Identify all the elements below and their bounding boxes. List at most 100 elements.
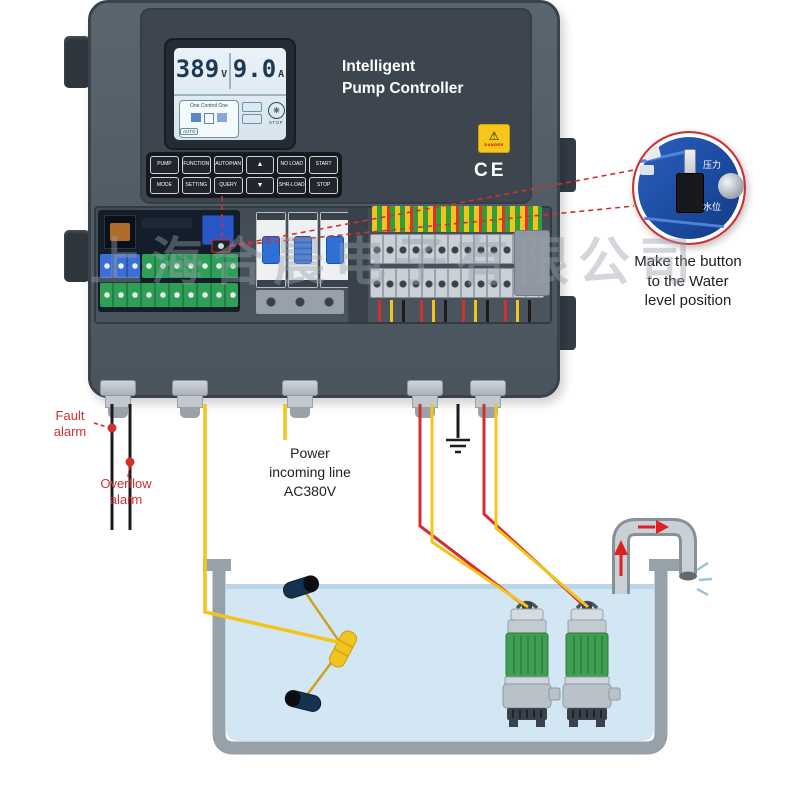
pump-icon xyxy=(191,113,201,122)
end-terminal-block xyxy=(514,230,550,296)
pump1-power-wire-red xyxy=(418,404,522,605)
pump-outlet xyxy=(608,687,621,701)
cable-gland xyxy=(282,380,318,422)
zoom-leader-line-bottom xyxy=(229,205,635,247)
current-value: 9.0 xyxy=(232,55,277,83)
ic-strip xyxy=(142,218,192,228)
key-label: START xyxy=(315,161,332,168)
water-surface xyxy=(226,584,654,589)
overflow-callout-dot xyxy=(125,457,135,467)
breaker-toggle xyxy=(326,236,344,264)
pump1-power-wire-yellow xyxy=(430,404,529,609)
product-title-line2: Pump Controller xyxy=(342,80,464,98)
enclosure-hinge xyxy=(64,36,90,88)
lcd-mode-box xyxy=(242,114,262,124)
voltage-readout: 389 V xyxy=(174,48,229,94)
pump-leg xyxy=(509,720,518,727)
key-down-icon: ▼ xyxy=(245,176,275,194)
current-unit: A xyxy=(278,69,285,80)
key-query: QUERY xyxy=(213,176,243,194)
transformer xyxy=(104,215,136,249)
lcd-pump-icons xyxy=(180,113,238,124)
key-function: FUNCTION xyxy=(181,156,211,174)
key-label: ▲ xyxy=(256,161,264,169)
key-shr-load: SHR-LOAD xyxy=(277,176,307,194)
overflow-leader-line xyxy=(127,465,131,478)
fault-leader-line xyxy=(93,422,108,428)
current-readout: 9.0 A xyxy=(231,48,286,94)
key-mode: MODE xyxy=(150,176,179,194)
key-label: FUNCTION xyxy=(183,161,210,168)
key-label: ▼ xyxy=(256,181,264,189)
water-level-note: Make the button to the Water level posit… xyxy=(608,252,768,311)
pcb-selector-lever xyxy=(218,243,224,249)
danger-text: DANGER xyxy=(484,142,504,147)
wire-bundle xyxy=(372,206,542,232)
lcd-display: 389 V 9.0 A One Control One xyxy=(164,38,296,150)
pipe-outlet xyxy=(679,571,697,581)
power-incoming-label: Power incoming line AC380V xyxy=(252,444,368,501)
outgoing-wire-stubs xyxy=(372,300,542,322)
pump2-power-wire-red xyxy=(482,404,583,605)
circuit-breakers xyxy=(256,212,350,288)
terminal-strip-green xyxy=(142,254,238,278)
flow-arrow-right-head xyxy=(656,520,669,534)
power-line3: AC380V xyxy=(283,482,337,499)
flow-arrow-up-head xyxy=(614,540,628,555)
key-label: SETTING xyxy=(185,181,208,188)
lcd-screen: 389 V 9.0 A One Control One xyxy=(174,48,286,140)
pump-icon xyxy=(217,113,227,122)
breaker-pole xyxy=(320,212,350,288)
callout-lines xyxy=(93,169,635,478)
fault-alarm-line1: Fault xyxy=(55,408,85,423)
cable-gland xyxy=(172,380,208,422)
key-label: QUERY xyxy=(219,181,237,188)
pump-band xyxy=(564,676,610,685)
pump-leg xyxy=(569,720,578,727)
zoom-leader-line-top xyxy=(229,169,635,247)
product-title: Intelligent Pump Controller xyxy=(342,56,463,101)
pump-band xyxy=(504,676,550,685)
key-label: NO LOAD xyxy=(280,161,303,168)
breaker-toggle xyxy=(294,236,312,264)
terminal-strip-blue xyxy=(100,254,140,278)
key-start: START xyxy=(309,156,338,174)
pump-motor-top xyxy=(567,619,607,634)
auto-indicator: AUTO xyxy=(180,128,199,135)
key-label: AUTO/HAN xyxy=(215,161,241,168)
water-spray-marks xyxy=(696,561,713,597)
note-line1: Make the button xyxy=(634,253,742,270)
connector xyxy=(640,165,654,175)
lcd-status-area: One Control One ❋ STOP AUTO xyxy=(176,98,285,138)
field-wiring xyxy=(110,404,589,644)
power-line1: Power xyxy=(290,445,330,461)
fault-callout-dot xyxy=(107,423,117,433)
strainer-slots xyxy=(512,710,542,718)
float-switch-assembly xyxy=(282,575,358,712)
lcd-mode-box xyxy=(242,102,262,112)
note-line2: to the Water xyxy=(647,272,729,290)
discharge-pipe xyxy=(612,518,713,597)
key-label: PUMP xyxy=(157,161,172,168)
float-switch-top xyxy=(282,575,320,599)
tank-walls xyxy=(212,559,668,755)
lcd-divider xyxy=(229,53,231,89)
pump-outlet xyxy=(548,687,561,701)
overflow-alarm-label: Overflow alarm xyxy=(88,476,164,509)
strainer-slots xyxy=(572,710,602,718)
float-switch-wire xyxy=(203,404,339,644)
pump-body-ribs xyxy=(573,636,603,674)
lcd-readout: 389 V 9.0 A xyxy=(174,48,286,96)
key-label: SHR-LOAD xyxy=(278,181,305,188)
danger-label: ⚠ DANGER xyxy=(478,124,510,153)
overflow-alarm-line1: Overflow xyxy=(100,476,152,491)
fault-alarm-line2: alarm xyxy=(53,424,87,440)
compartment-divider xyxy=(348,208,368,322)
pump-volute xyxy=(562,683,612,709)
stop-indicator-icon: ❋ xyxy=(268,102,285,119)
stop-indicator-label: STOP xyxy=(268,120,284,125)
pump-leg xyxy=(536,720,545,727)
tank-icon xyxy=(204,113,214,124)
product-title-line1: Intelligent xyxy=(342,58,416,75)
pressure-label: 压力 xyxy=(703,160,722,170)
